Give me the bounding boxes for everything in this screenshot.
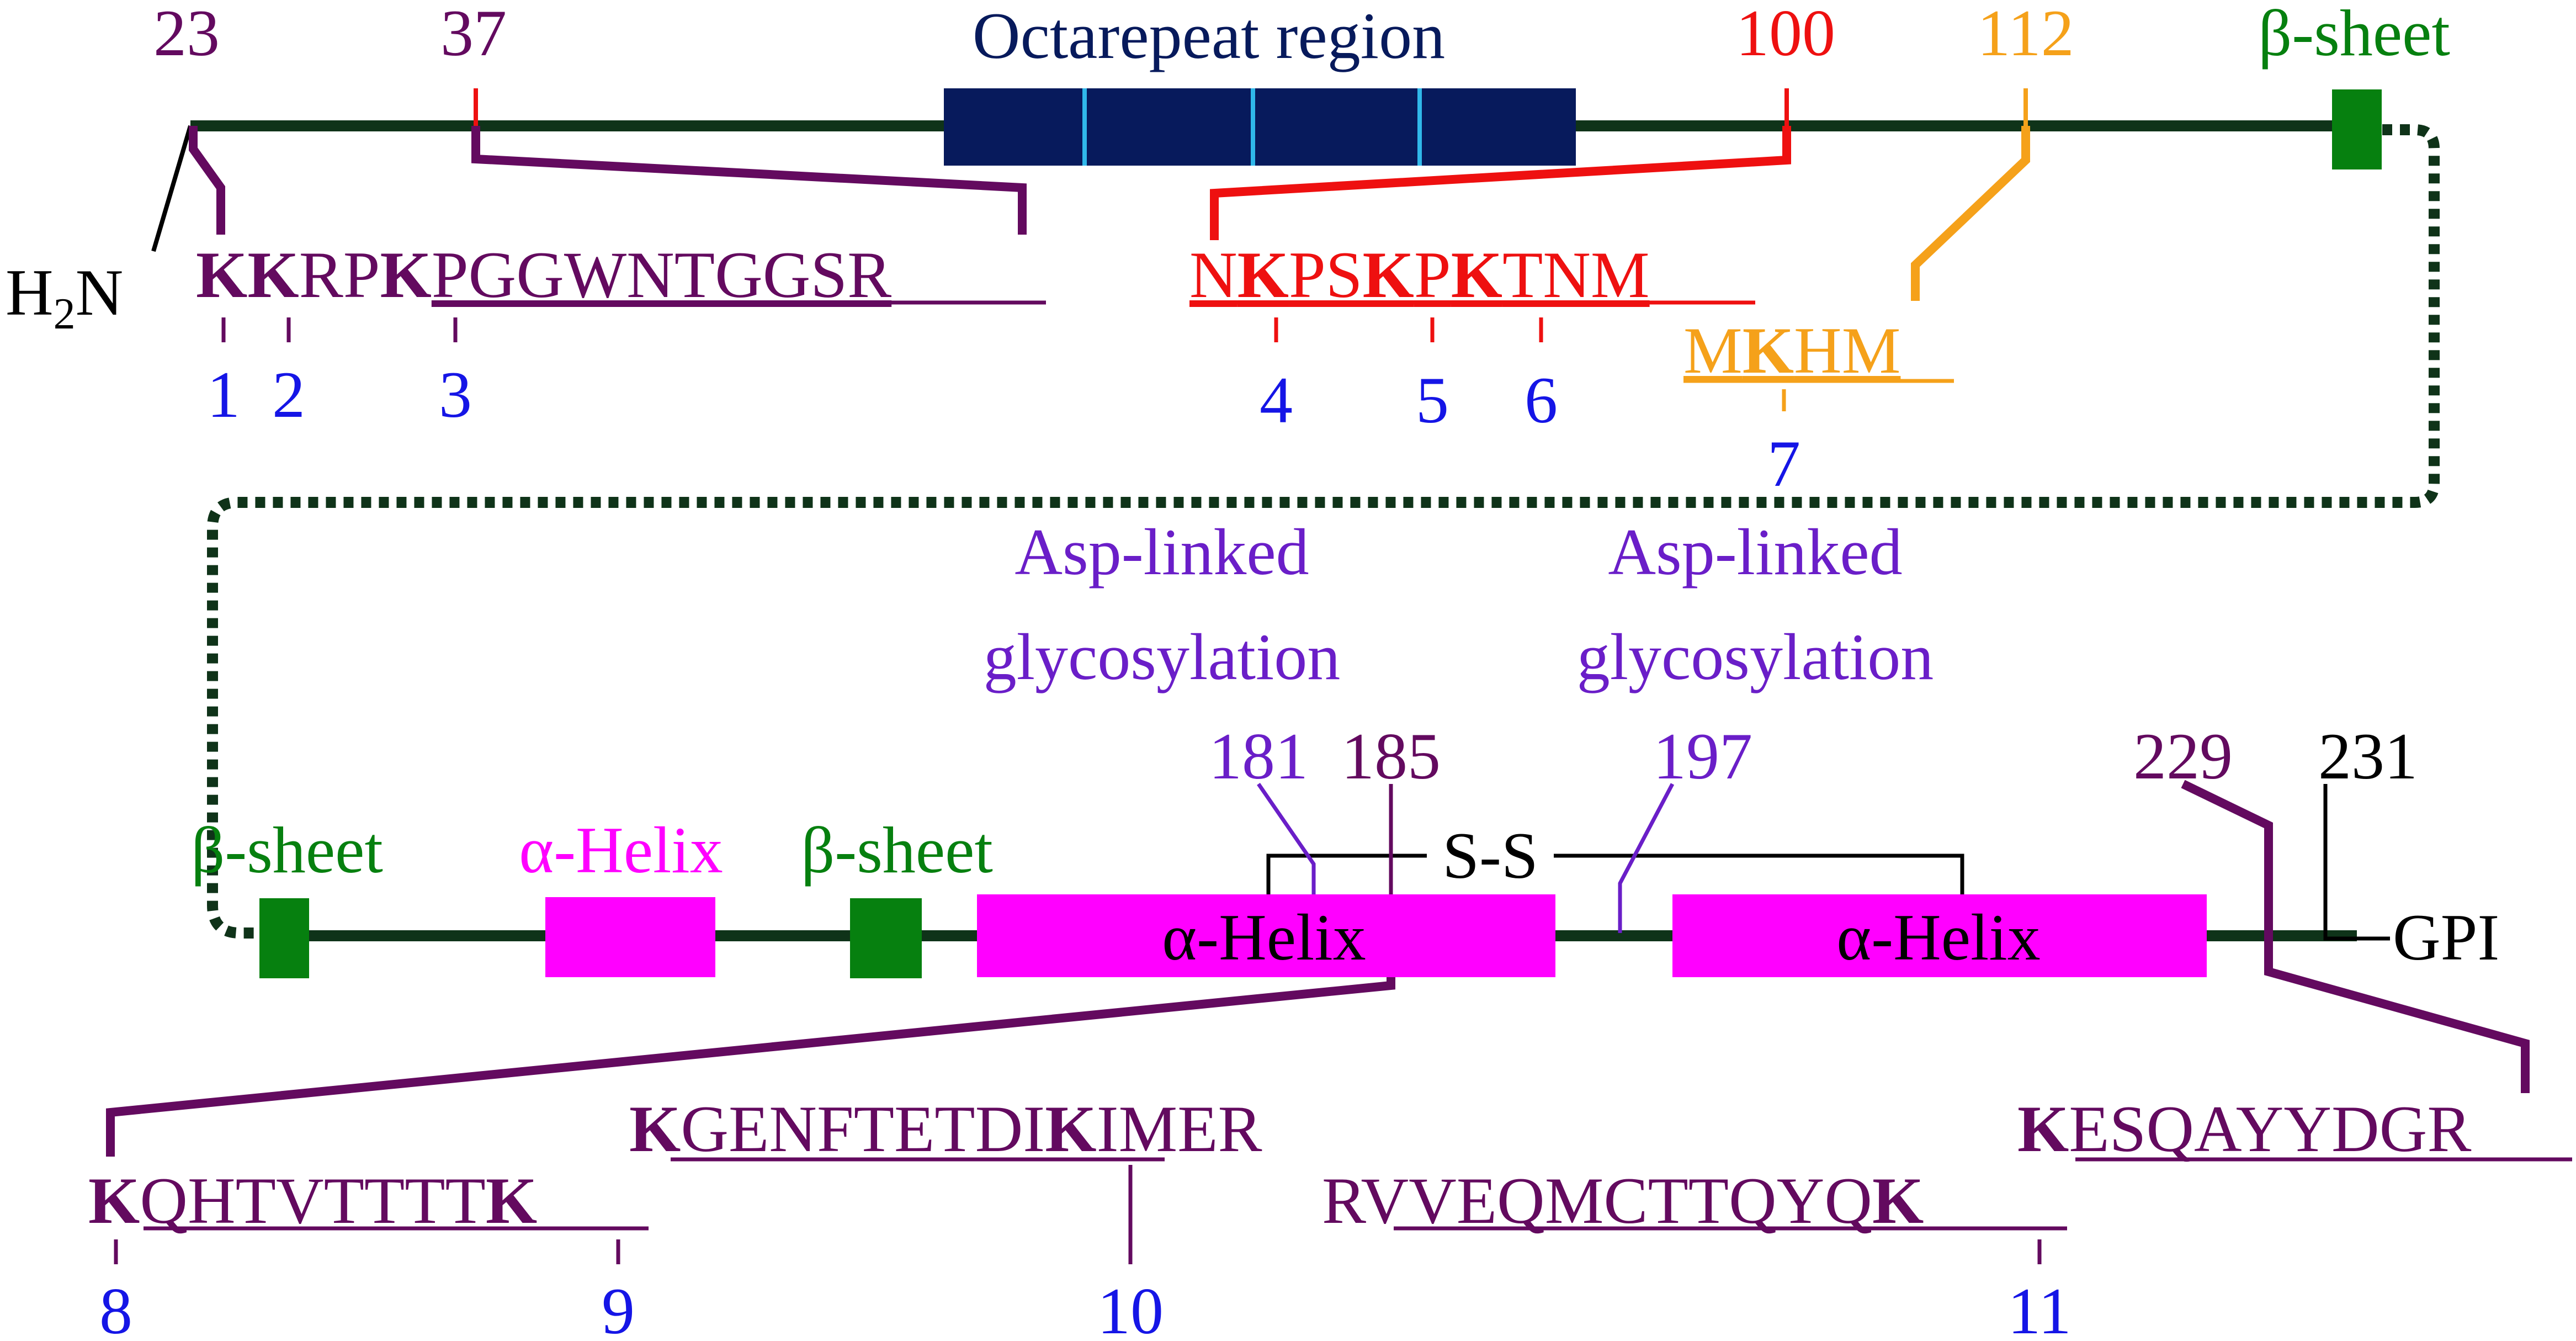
- pointer-231: [2323, 784, 2390, 941]
- bracket-100: [1210, 126, 1791, 240]
- sequence-kkrpk: KKRPKPGGWNTGGSR: [196, 238, 891, 311]
- alpha-helix-block: [1672, 894, 2207, 977]
- site-number-11: 11: [2007, 1274, 2072, 1341]
- position-label-197: 197: [1653, 719, 1752, 793]
- site-number-3: 3: [439, 358, 472, 431]
- pointer-181: [1257, 783, 1316, 894]
- bracket-23: [189, 126, 225, 235]
- glycosylation-label-2a: Asp-linked: [1608, 515, 1902, 589]
- site-number-5: 5: [1416, 363, 1449, 437]
- position-label-37: 37: [440, 0, 507, 70]
- beta-sheet-label: β-sheet: [801, 813, 993, 887]
- n-terminus-connector: [151, 125, 193, 252]
- beta-sheet-label: β-sheet: [191, 813, 383, 887]
- pointer-197: [1618, 783, 1675, 933]
- alpha-helix-label: α-Helix: [1836, 900, 2040, 974]
- disulfide-bridge: [1266, 854, 1427, 897]
- bottom-strand: Asp-linked glycosylation Asp-linked glyc…: [88, 515, 2572, 1341]
- bracket-185: [106, 977, 1395, 1157]
- site-number-1: 1: [207, 358, 240, 431]
- bracket-37: [471, 126, 1027, 235]
- beta-sheet-label: β-sheet: [2258, 0, 2450, 70]
- octarepeat-block: [944, 88, 1576, 166]
- gpi-label: GPI: [2393, 900, 2499, 974]
- dotted-connector: [207, 124, 2440, 939]
- position-label-112: 112: [1977, 0, 2074, 70]
- sequence-mkhm: MKHM: [1683, 314, 1900, 387]
- position-label-181: 181: [1209, 719, 1308, 793]
- sequence-kgenftetdikimer: KGENFTETDIKIMER: [629, 1092, 1262, 1165]
- site-number-6: 6: [1525, 363, 1558, 437]
- sequence-nkpskpktnm: NKPSKPKTNM: [1189, 238, 1650, 311]
- alpha-helix-label: α-Helix: [1162, 900, 1366, 974]
- alpha-helix-block: [977, 894, 1555, 977]
- beta-sheet-block: [2332, 89, 2382, 169]
- disulfide-label: S-S: [1442, 819, 1538, 892]
- disulfide-bridge: [1554, 854, 1964, 897]
- glycosylation-label-2b: glycosylation: [1577, 620, 1934, 693]
- position-label-100: 100: [1736, 0, 1835, 70]
- site-number-2: 2: [272, 358, 305, 431]
- site-number-9: 9: [602, 1274, 635, 1341]
- sequence-kqhtvttttk: KQHTVTTTTK: [88, 1164, 537, 1237]
- beta-sheet-block: [259, 898, 309, 978]
- site-number-10: 10: [1097, 1274, 1164, 1341]
- octarepeat-label: Octarepeat region: [973, 0, 1445, 72]
- glycosylation-label-1b: glycosylation: [984, 620, 1341, 693]
- sequence-kesqayydgr: KESQAYYDGR: [2017, 1092, 2471, 1165]
- alpha-helix-label: α-Helix: [519, 813, 723, 887]
- top-strand: Octarepeat region β-sheet 23 37 100 112 …: [6, 0, 2450, 500]
- bracket-112: [1911, 126, 2030, 301]
- site-number-7: 7: [1767, 427, 1800, 500]
- position-label-231: 231: [2318, 719, 2418, 793]
- glycosylation-label-1a: Asp-linked: [1015, 515, 1309, 589]
- beta-sheet-block: [850, 898, 922, 978]
- site-number-4: 4: [1260, 363, 1293, 437]
- position-label-23: 23: [153, 0, 220, 70]
- n-terminus-label: H2N: [6, 256, 123, 338]
- alpha-helix-block: [545, 897, 715, 977]
- position-label-185: 185: [1341, 719, 1441, 793]
- bracket-229: [2181, 780, 2530, 1093]
- sequence-rvveqmcttqyqk: RVVEQMCTTQYQK: [1322, 1164, 1924, 1237]
- position-label-229: 229: [2133, 719, 2233, 793]
- site-number-8: 8: [99, 1274, 132, 1341]
